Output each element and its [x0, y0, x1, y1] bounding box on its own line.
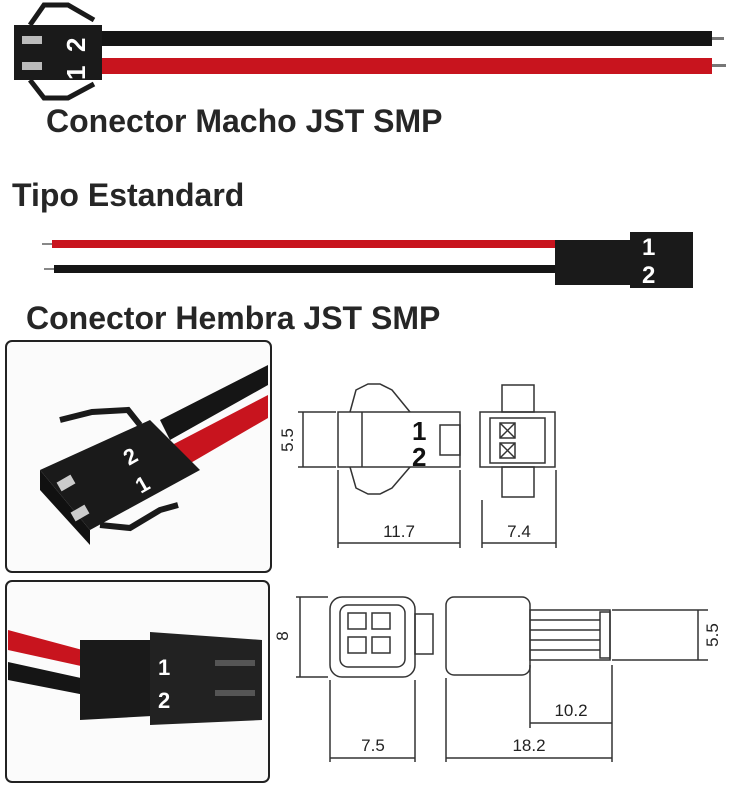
male-housing: [14, 25, 102, 80]
male-pin-label-2: 2: [61, 38, 91, 52]
female-drawing: [296, 596, 708, 762]
dim-female-side-width: 8: [273, 631, 292, 640]
red-wire-female: [52, 240, 562, 248]
dim-female-inner-length: 10.2: [554, 701, 587, 720]
male-photo-panel: 2 1: [5, 340, 272, 573]
female-housing-body: [555, 240, 635, 285]
female-pin-label-1: 1: [642, 234, 655, 261]
male-connector-title: Conector Macho JST SMP: [46, 103, 443, 139]
male-pin-label-1: 1: [61, 66, 91, 80]
pin-contact-2: [22, 36, 42, 44]
black-wire-tip: [712, 37, 724, 40]
female-pin-label-2: 2: [642, 262, 655, 289]
drawing-pin-2: 2: [412, 442, 426, 472]
lower-latch: [28, 78, 96, 101]
dim-female-front-width: 7.5: [361, 736, 385, 755]
red-wire-tip: [712, 64, 726, 67]
red-wire: [100, 58, 712, 74]
black-wire-female: [54, 265, 562, 273]
photo2-pin-2: 2: [158, 688, 170, 713]
upper-latch: [27, 2, 96, 27]
standard-type-title: Tipo Estandard: [12, 177, 245, 213]
red-wire-tip-female: [42, 243, 52, 245]
dim-female-height: 5.5: [703, 623, 722, 647]
male-drawing: [298, 383, 557, 548]
dim-male-length: 11.7: [383, 522, 415, 541]
male-connector-cable: 2 1: [14, 2, 726, 101]
dim-male-width: 7.4: [507, 522, 531, 541]
photo2-pin-1: 1: [158, 655, 170, 680]
female-connector-cable: 1 2: [42, 232, 693, 289]
dim-female-total-length: 18.2: [512, 736, 545, 755]
black-wire: [100, 31, 712, 46]
drawing-pin-1: 1: [412, 416, 426, 446]
female-photo-panel: 1 2: [5, 580, 270, 783]
black-wire-tip-female: [44, 268, 54, 270]
pin-contact-1: [22, 62, 42, 70]
female-connector-title: Conector Hembra JST SMP: [26, 300, 441, 336]
female-housing-head: [630, 232, 693, 288]
dim-male-height: 5.5: [278, 428, 297, 452]
